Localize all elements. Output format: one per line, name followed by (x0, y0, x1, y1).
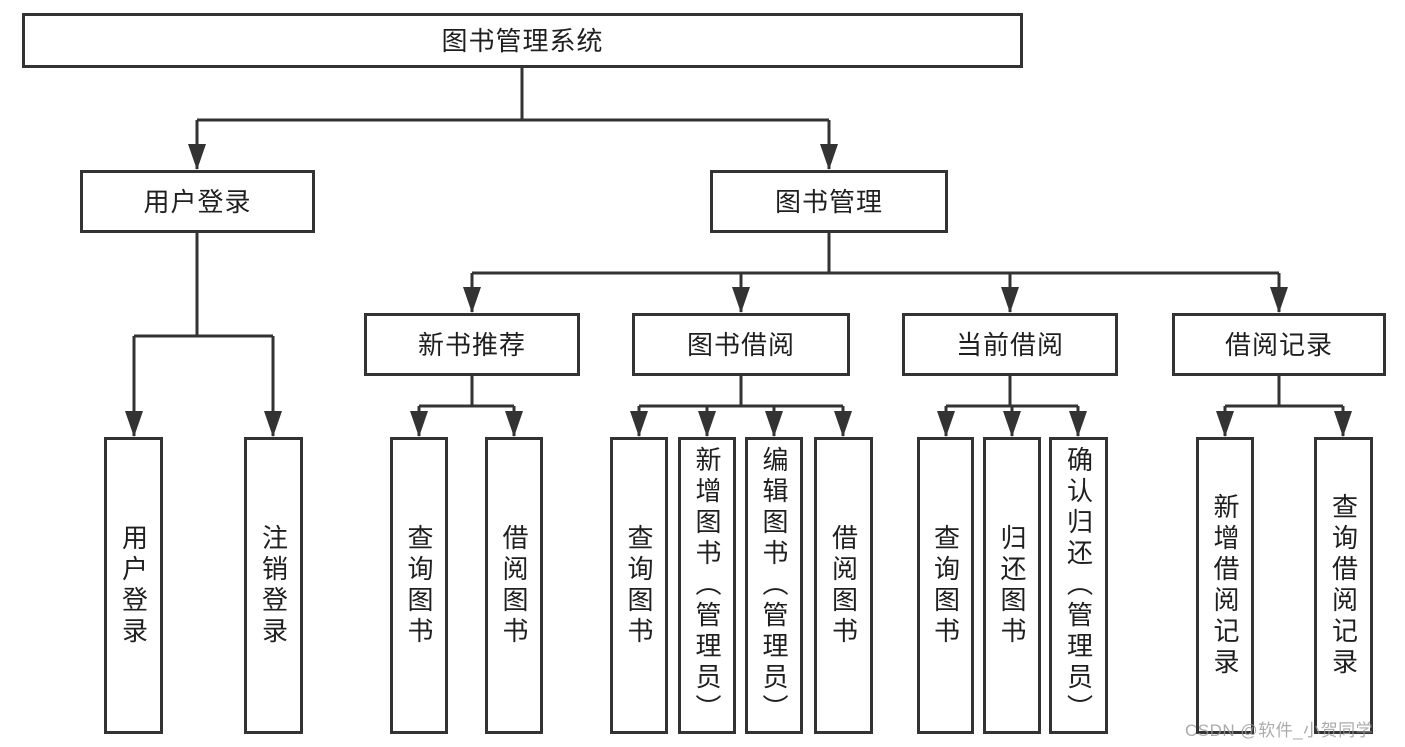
node-borrow-records: 借阅记录 (1172, 313, 1386, 376)
connector-trunks (134, 68, 1343, 408)
leaf-add-borrow-record: 新增借阅记录 (1196, 437, 1254, 734)
leaf-borrow-books-borrow: 借阅图书 (814, 437, 873, 734)
leaf-query-borrow-record: 查询借阅记录 (1314, 437, 1373, 734)
leaf-user-login: 用户登录 (104, 437, 163, 734)
node-current-borrow: 当前借阅 (902, 313, 1118, 376)
node-new-book-recommend: 新书推荐 (364, 313, 580, 376)
leaf-edit-books-admin: 编辑图书（管理员） (745, 437, 803, 734)
leaf-query-books-current: 查询图书 (917, 437, 974, 734)
watermark-csdn: CSDN @软件_小贺同学 (1185, 721, 1374, 740)
node-book-management: 图书管理 (710, 170, 948, 233)
leaf-query-books-recommend: 查询图书 (390, 437, 448, 734)
leaf-confirm-return-admin: 确认归还（管理员） (1049, 437, 1108, 734)
leaf-add-books-admin: 新增图书（管理员） (678, 437, 736, 734)
node-library-management-system: 图书管理系统 (22, 13, 1023, 68)
leaf-borrow-books-recommend: 借阅图书 (485, 437, 543, 734)
node-book-borrow: 图书借阅 (632, 313, 850, 376)
leaf-query-books-borrow: 查询图书 (610, 437, 668, 734)
node-user-login: 用户登录 (80, 170, 315, 233)
leaf-logout-login: 注销登录 (244, 437, 303, 734)
leaf-return-books: 归还图书 (983, 437, 1041, 734)
